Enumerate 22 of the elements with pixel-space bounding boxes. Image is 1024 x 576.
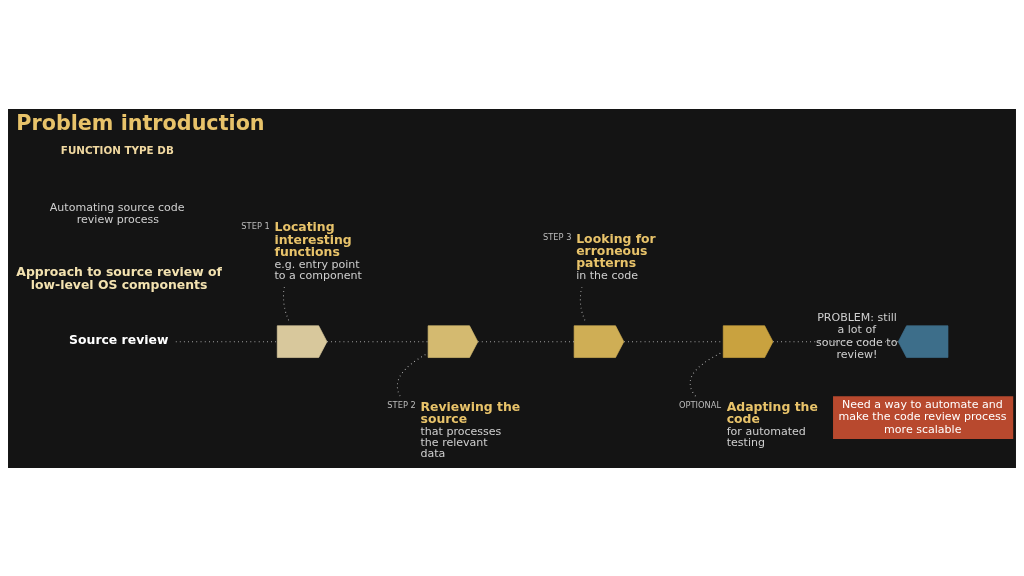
node-text: Source review <box>69 331 169 347</box>
node-chevron <box>427 324 479 358</box>
connector <box>689 350 724 397</box>
node-text: Looking for erroneous patterns in the code <box>576 230 656 282</box>
connector <box>396 352 429 397</box>
node-label: STEP 2 <box>387 399 416 410</box>
node-chevron <box>897 324 949 358</box>
node-label: STEP 3 <box>543 231 572 242</box>
label: Automating source code review process <box>49 200 185 226</box>
label: Approach to source review of low-level OS components <box>16 263 222 292</box>
node-text: Reviewing the source that processes the relevant data <box>420 398 521 460</box>
node-chevron <box>722 324 774 358</box>
label: FUNCTION TYPE DB <box>60 143 174 156</box>
node-text: Adapting the code for automated testing <box>726 398 818 449</box>
node-label: OPTIONAL <box>679 399 722 410</box>
node-label: PROBLEM: still a lot of source code to review! <box>816 310 898 361</box>
label: Need a way to automate and make the code review process more scalable <box>838 397 1007 436</box>
node-label: STEP 1 <box>241 220 270 231</box>
node-chevron <box>276 324 328 358</box>
node-chevron <box>573 324 625 358</box>
node-text: Locating interesting functions e.g. entry point to a component <box>274 218 362 282</box>
diagram-title: Problem introduction <box>16 110 265 135</box>
